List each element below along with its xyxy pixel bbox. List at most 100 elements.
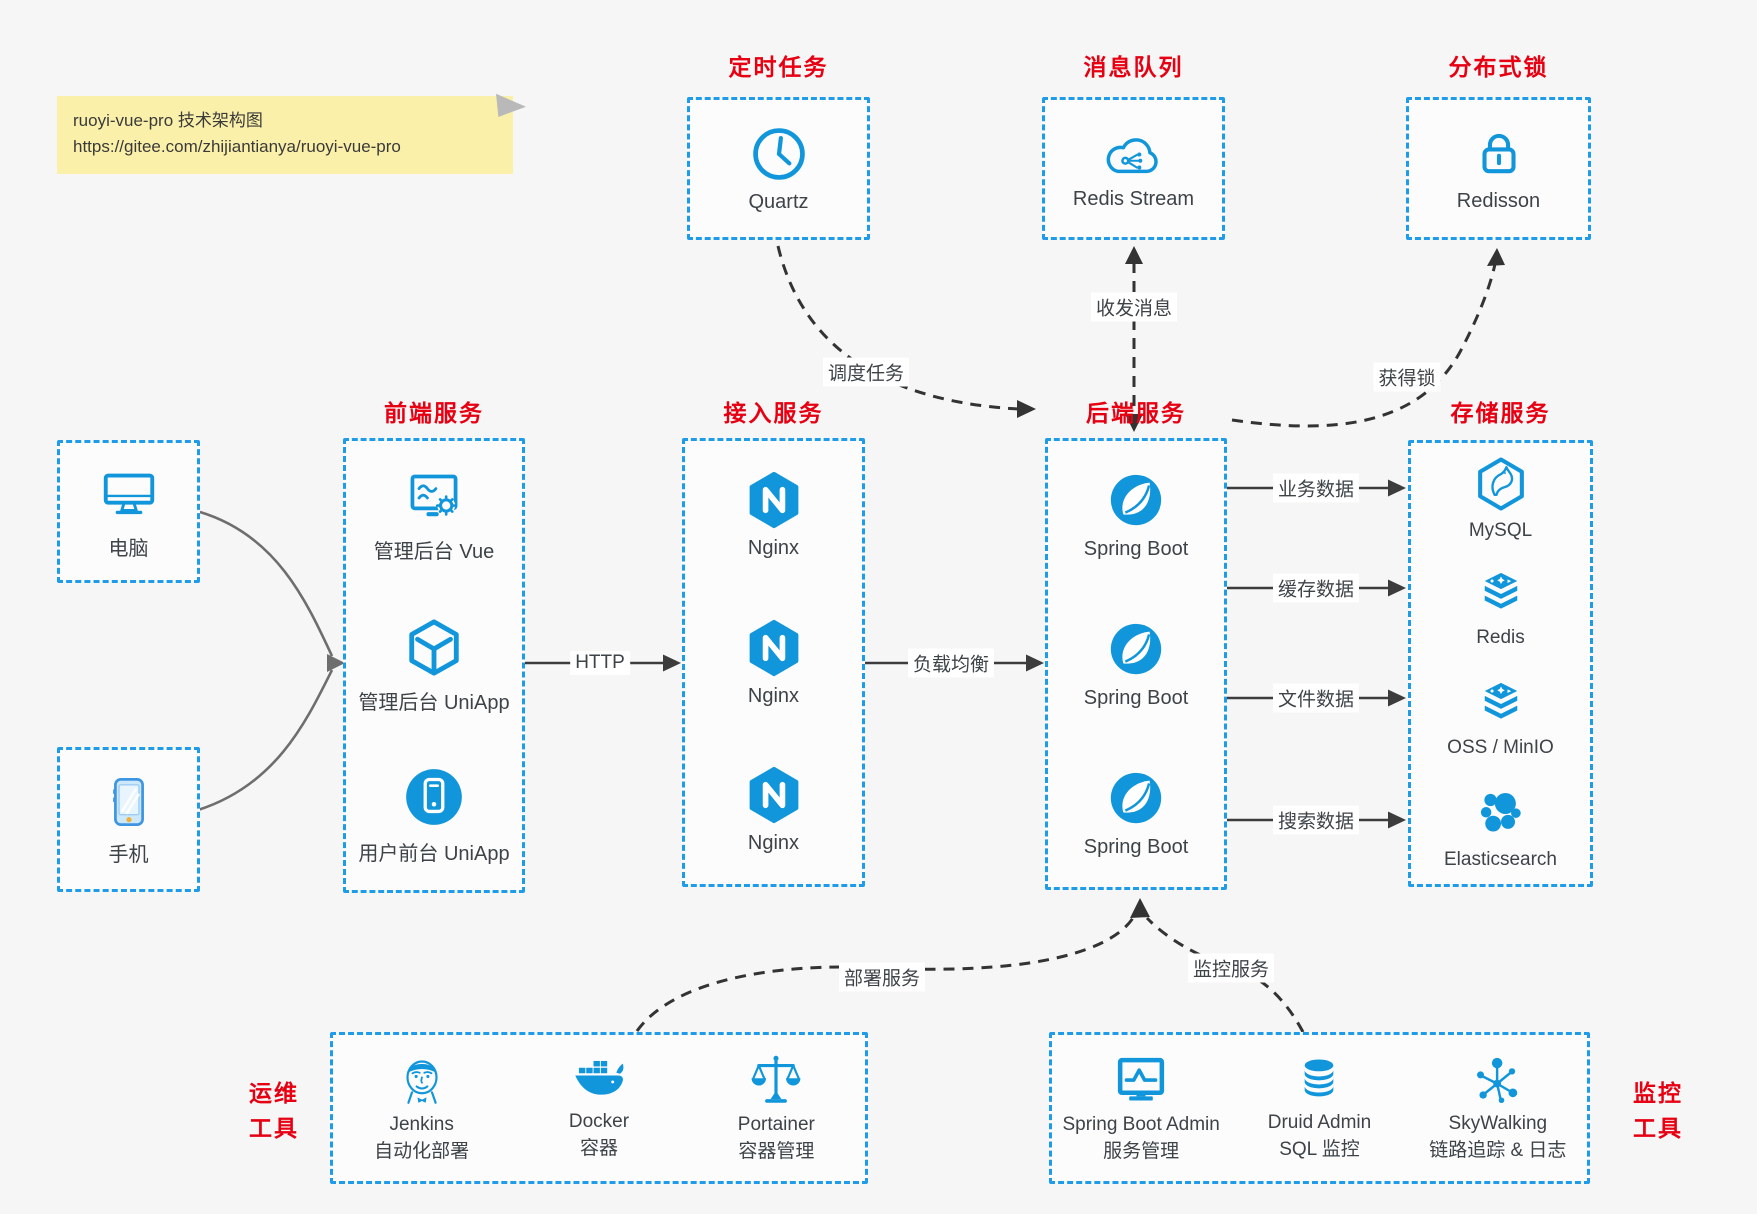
- gateway-item-label: Nginx: [747, 536, 800, 559]
- storage-item-label: Redis: [1476, 626, 1525, 648]
- group-title-ops-line1: 运维: [249, 1080, 299, 1106]
- monitoring-item-name: Spring Boot Admin: [1062, 1114, 1220, 1136]
- ops-item-portainer: Portainer 容器管理: [688, 1035, 865, 1181]
- druid-db-icon: [1292, 1054, 1346, 1108]
- jenkins-icon: [393, 1052, 451, 1110]
- monitoring-item-skywalking: SkyWalking 链路追踪 & 日志: [1409, 1035, 1587, 1181]
- elasticsearch-icon: [1473, 786, 1529, 842]
- gateway-item-nginx: Nginx: [685, 441, 862, 589]
- storage-box: MySQL Redis OSS / MinIO Elasticsearch: [1408, 440, 1593, 887]
- storage-item-elasticsearch: Elasticsearch: [1411, 774, 1590, 884]
- edge-label-schedule-task: 调度任务: [822, 357, 910, 387]
- frontend-box: 管理后台 Vue 管理后台 UniApp 用户前台 UniApp: [343, 438, 525, 893]
- edge-label-monitor-service: 监控服务: [1187, 953, 1275, 983]
- storage-item-label: MySQL: [1468, 519, 1533, 541]
- gateway-item-nginx: Nginx: [685, 736, 862, 884]
- spring-icon: [1105, 469, 1167, 531]
- ops-item-name: Docker: [568, 1111, 630, 1133]
- ops-item-docker: Docker 容器: [510, 1035, 687, 1181]
- monitoring-item-druid: Druid Admin SQL 监控: [1230, 1035, 1408, 1181]
- group-title-monitoring: 监控 工具: [1612, 1076, 1704, 1145]
- spring-icon: [1105, 618, 1167, 680]
- skywalking-icon: [1470, 1053, 1526, 1109]
- edge-label-search-data: 搜索数据: [1272, 805, 1360, 835]
- spring-icon: [1105, 767, 1167, 829]
- phone-box: 手机: [57, 747, 200, 892]
- edge-label-acquire-lock: 获得锁: [1373, 362, 1441, 392]
- group-title-mq: 消息队列: [1083, 54, 1184, 80]
- group-title-monitoring-line2: 工具: [1633, 1114, 1683, 1141]
- ops-box: Jenkins 自动化部署 Docker 容器 Portainer 容器管理: [330, 1032, 868, 1184]
- group-title-backend: 后端服务: [1086, 400, 1186, 426]
- group-title-scheduler: 定时任务: [728, 54, 829, 80]
- group-title-frontend: 前端服务: [384, 400, 484, 426]
- edge-label-business-data: 业务数据: [1272, 473, 1360, 503]
- ops-item-desc: 容器: [579, 1138, 618, 1159]
- frontend-item-vue-admin: 管理后台 Vue: [346, 441, 522, 591]
- ops-item-jenkins: Jenkins 自动化部署: [333, 1035, 510, 1181]
- monitoring-box: Spring Boot Admin 服务管理 Druid Admin SQL 监…: [1049, 1032, 1590, 1184]
- portainer-icon: [747, 1052, 805, 1110]
- edge-label-cache-data: 缓存数据: [1272, 573, 1360, 603]
- scheduler-item: Quartz: [690, 100, 867, 237]
- backend-item-label: Spring Boot: [1083, 538, 1189, 561]
- layer-stack-icon: [1473, 568, 1529, 620]
- cloud-stream-icon: [1101, 127, 1167, 181]
- note-title: ruoyi-vue-pro 技术架构图: [73, 111, 263, 130]
- lock-box: Redisson: [1406, 97, 1591, 240]
- lock-icon: [1470, 125, 1528, 183]
- storage-item-label: Elasticsearch: [1444, 849, 1557, 871]
- gateway-item-nginx: Nginx: [685, 589, 862, 737]
- ops-item-desc: 容器管理: [738, 1141, 815, 1162]
- frontend-item-user-app: 用户前台 UniApp: [346, 740, 522, 890]
- scheduler-item-label: Quartz: [748, 190, 809, 213]
- lock-item-label: Redisson: [1456, 189, 1541, 212]
- edge-label-http: HTTP: [570, 651, 630, 675]
- nginx-icon: [744, 470, 804, 530]
- scheduler-box: Quartz: [687, 97, 870, 240]
- uniapp-cube-icon: [403, 617, 465, 679]
- monitoring-item-desc: 服务管理: [1103, 1141, 1180, 1162]
- lock-item: Redisson: [1409, 100, 1588, 237]
- group-title-monitoring-line1: 监控: [1633, 1080, 1683, 1106]
- backend-item-springboot: Spring Boot: [1048, 738, 1224, 887]
- frontend-item-uniapp-admin: 管理后台 UniApp: [346, 591, 522, 741]
- gateway-box: Nginx Nginx Nginx: [682, 438, 865, 887]
- backend-item-label: Spring Boot: [1083, 835, 1189, 858]
- computer-label: 电脑: [108, 537, 149, 560]
- gateway-item-label: Nginx: [747, 832, 800, 855]
- monitoring-item-name: Druid Admin: [1267, 1112, 1372, 1134]
- frontend-item-label: 管理后台 Vue: [373, 540, 495, 563]
- mq-box: Redis Stream: [1042, 97, 1225, 240]
- group-title-gateway: 接入服务: [723, 400, 824, 426]
- gateway-item-label: Nginx: [747, 684, 800, 707]
- mq-item: Redis Stream: [1045, 100, 1222, 237]
- edge-label-file-data: 文件数据: [1272, 683, 1360, 713]
- docker-icon: [568, 1055, 630, 1107]
- ops-item-name: Jenkins: [389, 1114, 454, 1136]
- ops-item-name: Portainer: [737, 1114, 815, 1136]
- backend-item-label: Spring Boot: [1083, 687, 1189, 709]
- sticky-note: ruoyi-vue-pro 技术架构图 https://gitee.com/zh…: [57, 93, 526, 174]
- edge-label-deploy-service: 部署服务: [838, 962, 926, 992]
- nginx-icon: [744, 765, 804, 825]
- mq-item-label: Redis Stream: [1072, 187, 1195, 210]
- computer-box: 电脑: [57, 440, 200, 583]
- smartphone-icon: [100, 773, 158, 831]
- backend-item-springboot: Spring Boot: [1048, 441, 1224, 590]
- storage-item-oss-minio: OSS / MinIO: [1411, 664, 1590, 774]
- group-title-ops-line2: 工具: [249, 1114, 299, 1141]
- monitoring-item-name: SkyWalking: [1448, 1113, 1548, 1135]
- phone-label: 手机: [108, 843, 149, 866]
- computer-item: 电脑: [60, 443, 197, 580]
- storage-item-mysql: MySQL: [1411, 443, 1590, 553]
- phone-item: 手机: [60, 750, 197, 889]
- note-url-link[interactable]: https://gitee.com/zhijiantianya/ruoyi-vu…: [73, 137, 401, 157]
- mysql-icon: [1472, 455, 1530, 513]
- backend-box: Spring Boot Spring Boot Spring Boot: [1045, 438, 1227, 890]
- sba-monitor-icon: [1111, 1052, 1171, 1110]
- nginx-icon: [744, 618, 804, 678]
- backend-item-springboot: Spring Boot: [1048, 590, 1224, 739]
- admin-vue-icon: [402, 468, 466, 528]
